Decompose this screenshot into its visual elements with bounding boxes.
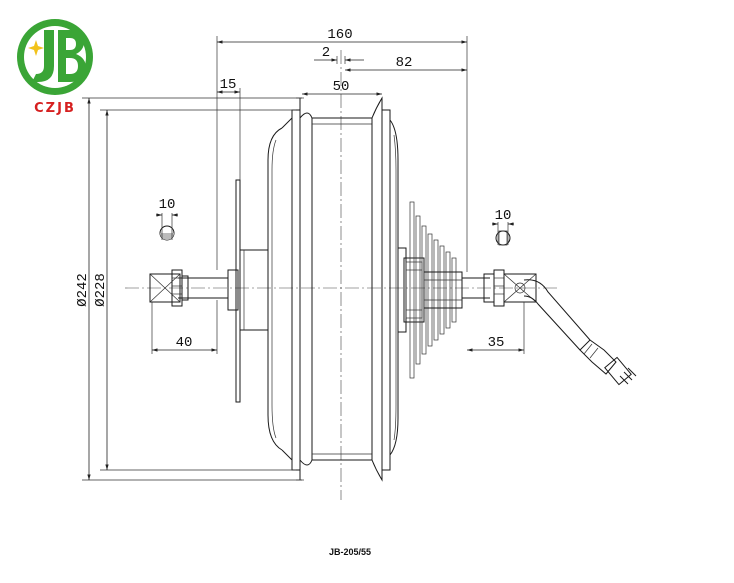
logo-j-shape [32, 30, 54, 82]
freewheel-cassette [409, 201, 463, 379]
model-caption: JB-205/55 [329, 547, 371, 557]
motor-cable [523, 279, 637, 386]
dim-flange-gap: 15 [220, 77, 237, 93]
logo-text: CZJB [34, 101, 76, 116]
company-logo: CZJB [17, 19, 93, 116]
dim-right-axle: 35 [488, 335, 505, 351]
dimension-lines [82, 36, 525, 481]
logo-star-icon [28, 40, 44, 56]
dim-overall-width: 160 [327, 27, 352, 43]
dim-offset: 2 [322, 45, 330, 61]
dim-right-flat: 10 [495, 208, 512, 224]
dim-inner-diameter: Ø228 [93, 273, 109, 307]
left-axle [149, 269, 228, 307]
dim-left-flat: 10 [159, 197, 176, 213]
logo-b-shape [58, 30, 86, 82]
left-flat-section [156, 213, 178, 241]
right-axle [462, 269, 537, 307]
right-flat-section [492, 222, 514, 246]
motor-body [227, 96, 425, 482]
dim-outer-diameter: Ø242 [75, 273, 91, 307]
dim-rim-width: 50 [333, 79, 350, 95]
dim-left-axle: 40 [176, 335, 193, 351]
dim-right-offset: 82 [396, 55, 413, 71]
